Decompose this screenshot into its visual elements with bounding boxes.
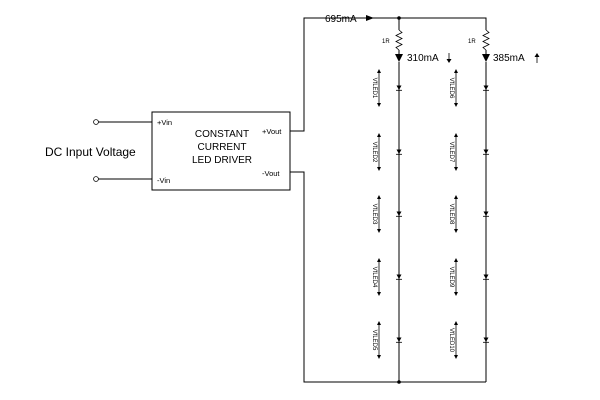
vf-led-label: VfLED9: [448, 267, 454, 288]
total-current-label: 695mA: [325, 14, 357, 25]
vf-led-label: VfLED4: [371, 267, 377, 288]
branch2-led: VfLED10: [448, 321, 489, 359]
vf-arrow-down-icon: [454, 292, 458, 296]
led-diode-icon: [483, 274, 489, 279]
branch2-direction-icon: [534, 53, 540, 63]
vf-arrow-up-icon: [377, 321, 381, 325]
vf-led-label: VfLED10: [448, 328, 454, 353]
vf-arrow-up-icon: [377, 133, 381, 137]
total-current-arrow: [366, 15, 374, 21]
wire-vout-minus: [290, 171, 486, 383]
resistor-r1: [395, 29, 403, 51]
branch1-current-label: 310mA: [407, 53, 439, 64]
driver-pin-vin-plus: +Vin: [157, 118, 172, 127]
led-diode-icon: [483, 149, 489, 154]
branch1-direction-icon: [446, 53, 452, 63]
vf-arrow-up-icon: [377, 195, 381, 199]
led-diode-icon: [396, 211, 402, 216]
input-voltage-label: DC Input Voltage: [45, 145, 136, 159]
branch2-current-label: 385mA: [493, 53, 525, 64]
input-section: DC Input Voltage: [45, 119, 152, 182]
resistor-r1-label: 1R: [382, 39, 390, 45]
vf-led-label: VfLED8: [448, 204, 454, 225]
vf-arrow-down-icon: [454, 355, 458, 359]
branch2-led: VfLED7: [448, 133, 489, 171]
vf-arrow-down-icon: [454, 103, 458, 107]
vf-arrow-up-icon: [454, 133, 458, 137]
branch2-current-arrow: [482, 54, 490, 62]
driver-title-line1: CONSTANT: [195, 129, 249, 140]
branch1-led: VfLED5: [371, 321, 402, 359]
driver-title-line3: LED DRIVER: [192, 155, 252, 166]
vf-arrow-down-icon: [377, 167, 381, 171]
branch2-header: 1R 385mA: [468, 29, 540, 64]
wire-vout-plus: [290, 17, 487, 132]
driver-pin-vin-minus: -Vin: [157, 176, 170, 185]
junction-top: [397, 16, 401, 20]
driver-pin-vout-plus: +Vout: [262, 127, 282, 136]
resistor-r2-label: 1R: [468, 39, 476, 45]
led-driver: +Vin -Vin +Vout -Vout CONSTANT CURRENT L…: [151, 111, 291, 191]
vf-led-label: VfLED5: [371, 330, 377, 351]
led-diode-icon: [483, 85, 489, 90]
branch1-led: VfLED2: [371, 133, 402, 171]
driver-box: [151, 111, 291, 191]
branch1-current-arrow: [395, 54, 403, 62]
vf-arrow-down-icon: [454, 229, 458, 233]
vf-arrow-down-icon: [454, 167, 458, 171]
vf-arrow-down-icon: [377, 103, 381, 107]
led-diode-icon: [483, 337, 489, 342]
input-terminal-plus: [93, 119, 99, 125]
vf-arrow-up-icon: [377, 258, 381, 262]
led-diode-icon: [396, 85, 402, 90]
driver-pin-vout-minus: -Vout: [262, 169, 280, 178]
led-diode-icon: [396, 149, 402, 154]
branch1-led: VfLED1: [371, 69, 402, 107]
vf-led-label: VfLED1: [371, 78, 377, 99]
led-diode-icon: [483, 211, 489, 216]
vf-led-label: VfLED2: [371, 142, 377, 163]
branch1-header: 1R 310mA: [382, 29, 452, 64]
vf-arrow-down-icon: [377, 355, 381, 359]
vf-led-label: VfLED6: [448, 78, 454, 99]
branch2-led: VfLED8: [448, 195, 489, 233]
vf-arrow-down-icon: [377, 229, 381, 233]
vf-arrow-up-icon: [454, 195, 458, 199]
led-diode-icon: [396, 337, 402, 342]
branch2-led: VfLED9: [448, 258, 489, 296]
vf-arrow-up-icon: [454, 258, 458, 262]
vf-arrow-up-icon: [377, 69, 381, 73]
vf-arrow-up-icon: [454, 321, 458, 325]
driver-title-line2: CURRENT: [198, 142, 247, 153]
vf-arrow-up-icon: [454, 69, 458, 73]
led-diode-icon: [396, 274, 402, 279]
resistor-r2: [482, 29, 490, 51]
vf-arrow-down-icon: [377, 292, 381, 296]
vf-led-label: VfLED3: [371, 204, 377, 225]
branch2-led: VfLED6: [448, 69, 489, 107]
branch1-led: VfLED3: [371, 195, 402, 233]
branch1-led: VfLED4: [371, 258, 402, 296]
vf-led-label: VfLED7: [448, 142, 454, 163]
input-terminal-minus: [93, 176, 99, 182]
